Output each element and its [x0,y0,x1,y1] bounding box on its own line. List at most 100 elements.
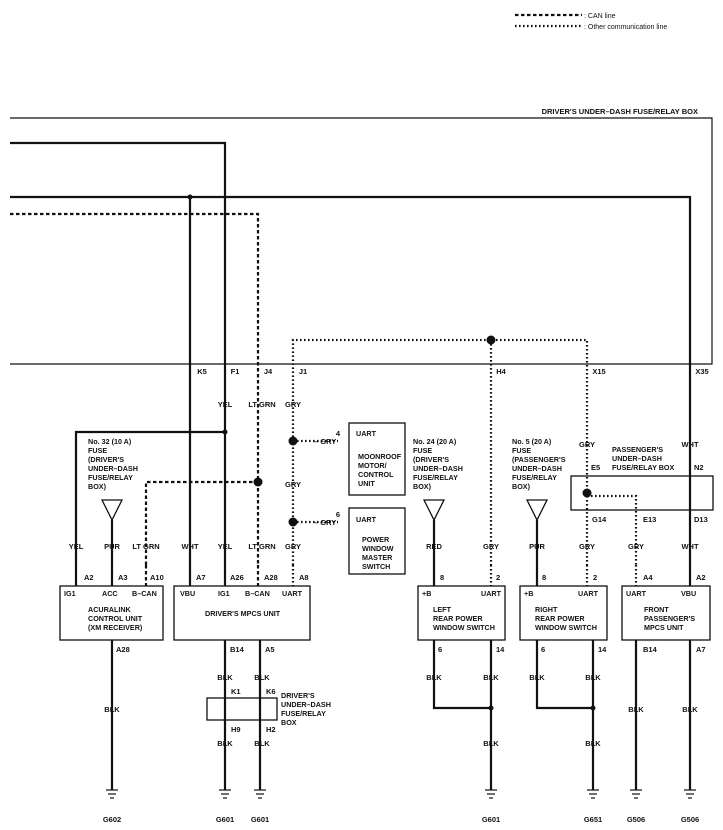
svg-text:MASTER: MASTER [362,553,393,562]
svg-text:BOX): BOX) [413,482,432,491]
svg-text:RIGHT: RIGHT [535,605,558,614]
legend: : CAN line : Other communication line [515,13,667,31]
svg-text:WINDOW SWITCH: WINDOW SWITCH [535,623,597,632]
pw-master-box [348,507,406,575]
blk-labels: BLK BLK BLK BLK BLK BLK BLK BLK BLK BLK … [104,673,698,748]
svg-text:GRY: GRY [628,542,644,551]
moonroof-gry: – GRY [314,437,336,446]
svg-text:BLK: BLK [483,673,499,682]
moonroof-unit: 4 – GRY UART MOONROOF MOTOR/ CONTROL UNI… [314,422,406,496]
svg-text:A8: A8 [299,573,309,582]
driver-mpcs-box [173,585,311,641]
fuse-box-pins: K5 F1 J4 J1 H4 X15 X35 [197,367,708,376]
pin-h4: H4 [496,367,506,376]
svg-text:No. 24 (20 A): No. 24 (20 A) [413,437,457,446]
svg-text:DRIVER'S MPCS UNIT: DRIVER'S MPCS UNIT [205,609,281,618]
ground-symbols [106,789,696,799]
svg-text:B14: B14 [643,645,658,654]
svg-text:BLK: BLK [585,673,601,682]
svg-text:A3: A3 [118,573,128,582]
legend-other-line: : Other communication line [584,24,667,31]
svg-text:+B: +B [524,589,533,598]
svg-text:IG1: IG1 [218,589,230,598]
left-rear-window-switch: 8 2 +B UART LEFT REAR POWER WINDOW SWITC… [417,573,506,654]
svg-text:E5: E5 [591,463,600,472]
svg-text:+B: +B [422,589,431,598]
svg-text:BLK: BLK [254,739,270,748]
svg-text:A2: A2 [84,573,94,582]
svg-text:ACURALINK: ACURALINK [88,605,132,614]
ground-g506: G506 [681,815,699,824]
svg-text:D13: D13 [694,515,708,524]
svg-text:BLK: BLK [628,705,644,714]
svg-text:N2: N2 [694,463,704,472]
ground-labels: G602 G601 G601 G601 G651 G506 G506 [103,815,699,824]
uart-bus [291,338,589,565]
svg-text:BLK: BLK [529,673,545,682]
acuralink-unit: A2 A3 A10 IG1 ACC B–CAN ACURALINK CONTRO… [59,573,164,654]
moonroof-pin: 4 [336,429,341,438]
svg-text:UNDER–DASH: UNDER–DASH [612,454,662,463]
svg-text:MOONROOF: MOONROOF [358,452,402,461]
svg-text:B14: B14 [230,645,245,654]
svg-text:FUSE: FUSE [413,446,432,455]
ground-g602: G602 [103,815,121,824]
splice [486,335,496,345]
svg-text:UART: UART [481,589,502,598]
svg-text:GRY: GRY [483,542,499,551]
pin-x35: X35 [695,367,708,376]
svg-text:14: 14 [496,645,505,654]
fuse-symbol [525,499,549,522]
svg-text:ACC: ACC [102,589,118,598]
svg-text:CONTROL: CONTROL [358,470,394,479]
svg-text:UNDER–DASH: UNDER–DASH [512,464,562,473]
svg-text:PUR: PUR [104,542,120,551]
svg-text:2: 2 [593,573,597,582]
svg-text:REAR POWER: REAR POWER [535,614,585,623]
ground-wires [110,640,692,790]
left-rear-box [417,585,506,641]
svg-text:14: 14 [598,645,607,654]
wire-lt-grn: LT GRN [248,400,275,409]
svg-text:UNIT: UNIT [358,479,375,488]
svg-text:A10: A10 [150,573,164,582]
svg-text:SWITCH: SWITCH [362,562,390,571]
svg-text:BLK: BLK [217,673,233,682]
moonroof-title: UART [356,429,377,438]
svg-text:WHT: WHT [681,542,698,551]
svg-text:FUSE: FUSE [512,446,531,455]
svg-text:H9: H9 [231,725,241,734]
pw-master-gry: – GRY [314,518,336,527]
wire-yel: YEL [218,400,233,409]
svg-text:UNDER–DASH: UNDER–DASH [413,464,463,473]
ground-g601: G601 [216,815,234,824]
svg-text:A28: A28 [264,573,278,582]
ground-g601: G601 [251,815,269,824]
svg-text:BOX): BOX) [88,482,107,491]
pin-j1: J1 [299,367,307,376]
svg-text:(XM RECEIVER): (XM RECEIVER) [88,623,143,632]
svg-text:LT GRN: LT GRN [132,542,159,551]
ig1-bus [10,141,227,565]
svg-text:(DRIVER'S: (DRIVER'S [413,455,449,464]
svg-text:8: 8 [440,573,444,582]
svg-text:FUSE/RELAY: FUSE/RELAY [512,473,557,482]
pin-k5: K5 [197,367,207,376]
svg-text:B–CAN: B–CAN [245,589,270,598]
legend-can-line: : CAN line [584,13,616,20]
svg-text:FUSE/RELAY: FUSE/RELAY [413,473,458,482]
passenger-fuse-box: PASSENGER'S UNDER–DASH FUSE/RELAY BOX E5… [570,445,714,524]
wire-gry: GRY [285,480,301,489]
svg-text:GRY: GRY [579,542,595,551]
splice [582,488,592,498]
svg-text:VBU: VBU [681,589,696,598]
ground-g506: G506 [627,815,645,824]
svg-text:LT GRN: LT GRN [248,542,275,551]
fuse-no5: No. 5 (20 A) FUSE (PASSENGER'S UNDER–DAS… [512,437,566,586]
svg-text:FRONT: FRONT [644,605,669,614]
fuse-no24: No. 24 (20 A) FUSE (DRIVER'S UNDER–DASH … [413,437,463,586]
svg-text:UART: UART [626,589,647,598]
svg-text:G14: G14 [592,515,607,524]
splice [187,194,193,200]
